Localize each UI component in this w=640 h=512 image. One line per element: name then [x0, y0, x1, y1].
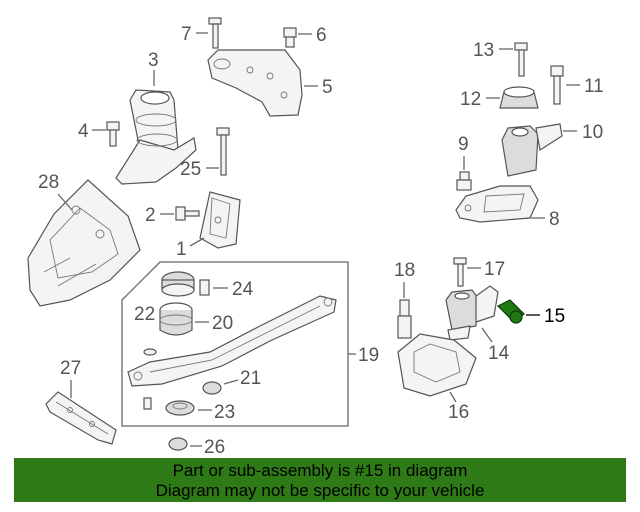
part-24-sleeve[interactable]	[199, 279, 210, 296]
part-7-bolt[interactable]	[208, 17, 222, 49]
part-12-spacer[interactable]	[499, 86, 539, 109]
callout-7: 7	[181, 24, 192, 45]
part-23-sleeve	[143, 397, 152, 410]
part-22-insulator[interactable]	[161, 271, 195, 297]
callout-25: 25	[180, 159, 201, 180]
part-27-bracket[interactable]	[45, 391, 117, 445]
callout-1: 1	[176, 239, 187, 260]
part-10-mount[interactable]	[501, 123, 563, 177]
callout-5: 5	[322, 77, 333, 98]
part-19-group-outline	[121, 261, 349, 427]
part-23-pad[interactable]	[165, 400, 195, 416]
callout-11: 11	[584, 76, 604, 97]
leader-14	[481, 327, 493, 343]
part-26-cap[interactable]	[168, 437, 188, 451]
callout-13: 13	[473, 40, 494, 61]
part-1-bracket[interactable]	[199, 191, 241, 249]
callout-21: 21	[240, 368, 261, 389]
part-18-stud[interactable]	[397, 299, 412, 339]
callout-10: 10	[582, 122, 603, 143]
callout-19: 19	[358, 345, 379, 366]
callout-24: 24	[232, 279, 254, 300]
part-5-bracket[interactable]	[207, 49, 303, 117]
part-4-bolt[interactable]	[106, 121, 120, 147]
part-9-bolt[interactable]	[456, 171, 472, 191]
part-20-mount[interactable]	[159, 302, 193, 336]
callout-16: 16	[448, 402, 469, 423]
callout-12: 12	[460, 89, 481, 110]
banner-line-2: Diagram may not be specific to your vehi…	[155, 481, 485, 500]
part-16-plate[interactable]	[397, 333, 477, 397]
callout-3: 3	[148, 50, 159, 71]
callout-28: 28	[38, 172, 59, 193]
part-21-washer[interactable]	[202, 381, 222, 395]
callout-6: 6	[316, 25, 327, 46]
part-13-bolt[interactable]	[514, 42, 528, 77]
part-25-bolt[interactable]	[216, 127, 230, 176]
leader-16	[449, 391, 457, 403]
callout-27: 27	[60, 358, 81, 379]
callout-20: 20	[212, 313, 233, 334]
part-2-bolt[interactable]	[175, 206, 200, 221]
part-15-bolt[interactable]	[496, 299, 525, 324]
part-6-nut[interactable]	[283, 27, 297, 48]
part-3-engine-mount[interactable]	[115, 89, 197, 185]
part-19-crossmember[interactable]	[127, 295, 337, 387]
leader-28	[57, 193, 73, 211]
leader-21	[223, 379, 239, 385]
callout-14: 14	[488, 343, 510, 364]
callout-23: 23	[214, 402, 235, 423]
callout-2: 2	[145, 205, 156, 226]
callout-9: 9	[458, 134, 469, 155]
callout-4: 4	[78, 121, 89, 142]
part-20-washer	[143, 348, 157, 356]
part-11-bolt[interactable]	[550, 65, 564, 105]
info-banner: Part or sub-assembly is #15 in diagram D…	[14, 458, 626, 502]
part-28-shield[interactable]	[27, 179, 141, 307]
part-17-bolt[interactable]	[453, 257, 467, 287]
callout-22: 22	[134, 304, 155, 325]
banner-line-1: Part or sub-assembly is #15 in diagram	[172, 461, 468, 480]
callout-17: 17	[484, 259, 505, 280]
part-8-bracket[interactable]	[455, 185, 539, 223]
callout-15: 15	[544, 306, 565, 327]
callout-18: 18	[394, 260, 415, 281]
callout-8: 8	[549, 209, 560, 230]
leader-1	[189, 237, 205, 247]
parts-diagram: 7 6 5 3 4 25	[27, 17, 604, 456]
part-14-mount[interactable]	[445, 285, 499, 341]
callout-26: 26	[204, 437, 225, 456]
